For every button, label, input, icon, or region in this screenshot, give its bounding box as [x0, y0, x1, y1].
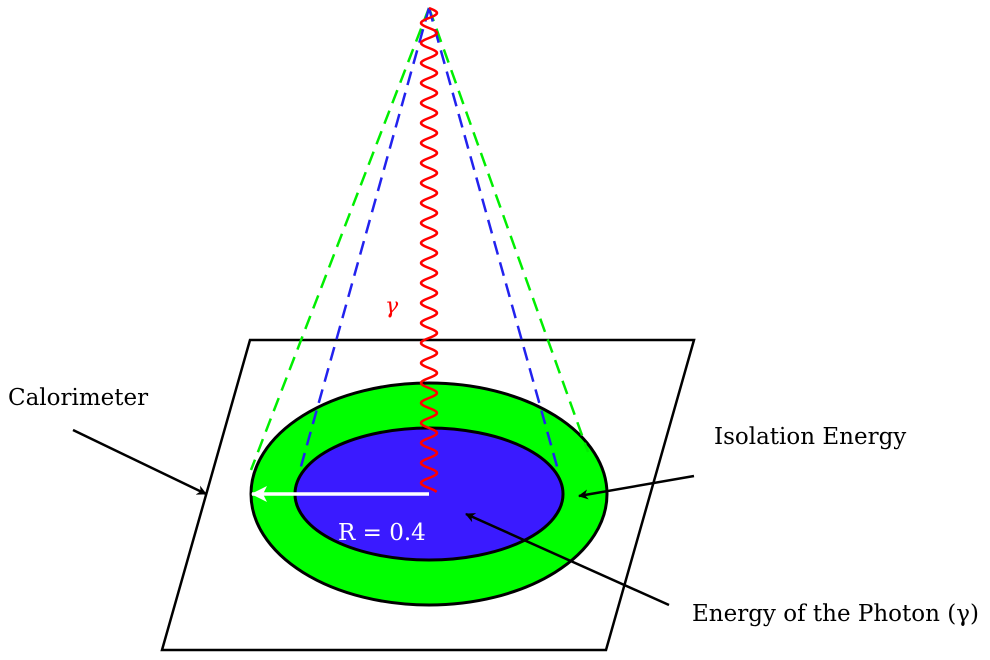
photon-energy-label: Energy of the Photon (γ) [692, 601, 979, 627]
photon-wave-line [419, 6, 439, 493]
photon-energy-pointer-arrow [465, 512, 670, 607]
outer-cone-left-line [249, 7, 431, 471]
radius-label: R = 0.4 [338, 520, 426, 546]
calorimeter-label: Calorimeter [8, 385, 148, 411]
isolation-energy-label: Isolation Energy [714, 424, 906, 450]
outer-cone-right-line [427, 7, 590, 453]
isolation-energy-pointer-arrow [578, 474, 695, 500]
inner-cone-right-line [427, 7, 560, 471]
calorimeter-plane [160, 338, 696, 652]
gamma-label: γ [385, 294, 399, 319]
calorimeter-pointer-arrow [72, 428, 207, 496]
inner-cone-left-line [298, 7, 431, 471]
